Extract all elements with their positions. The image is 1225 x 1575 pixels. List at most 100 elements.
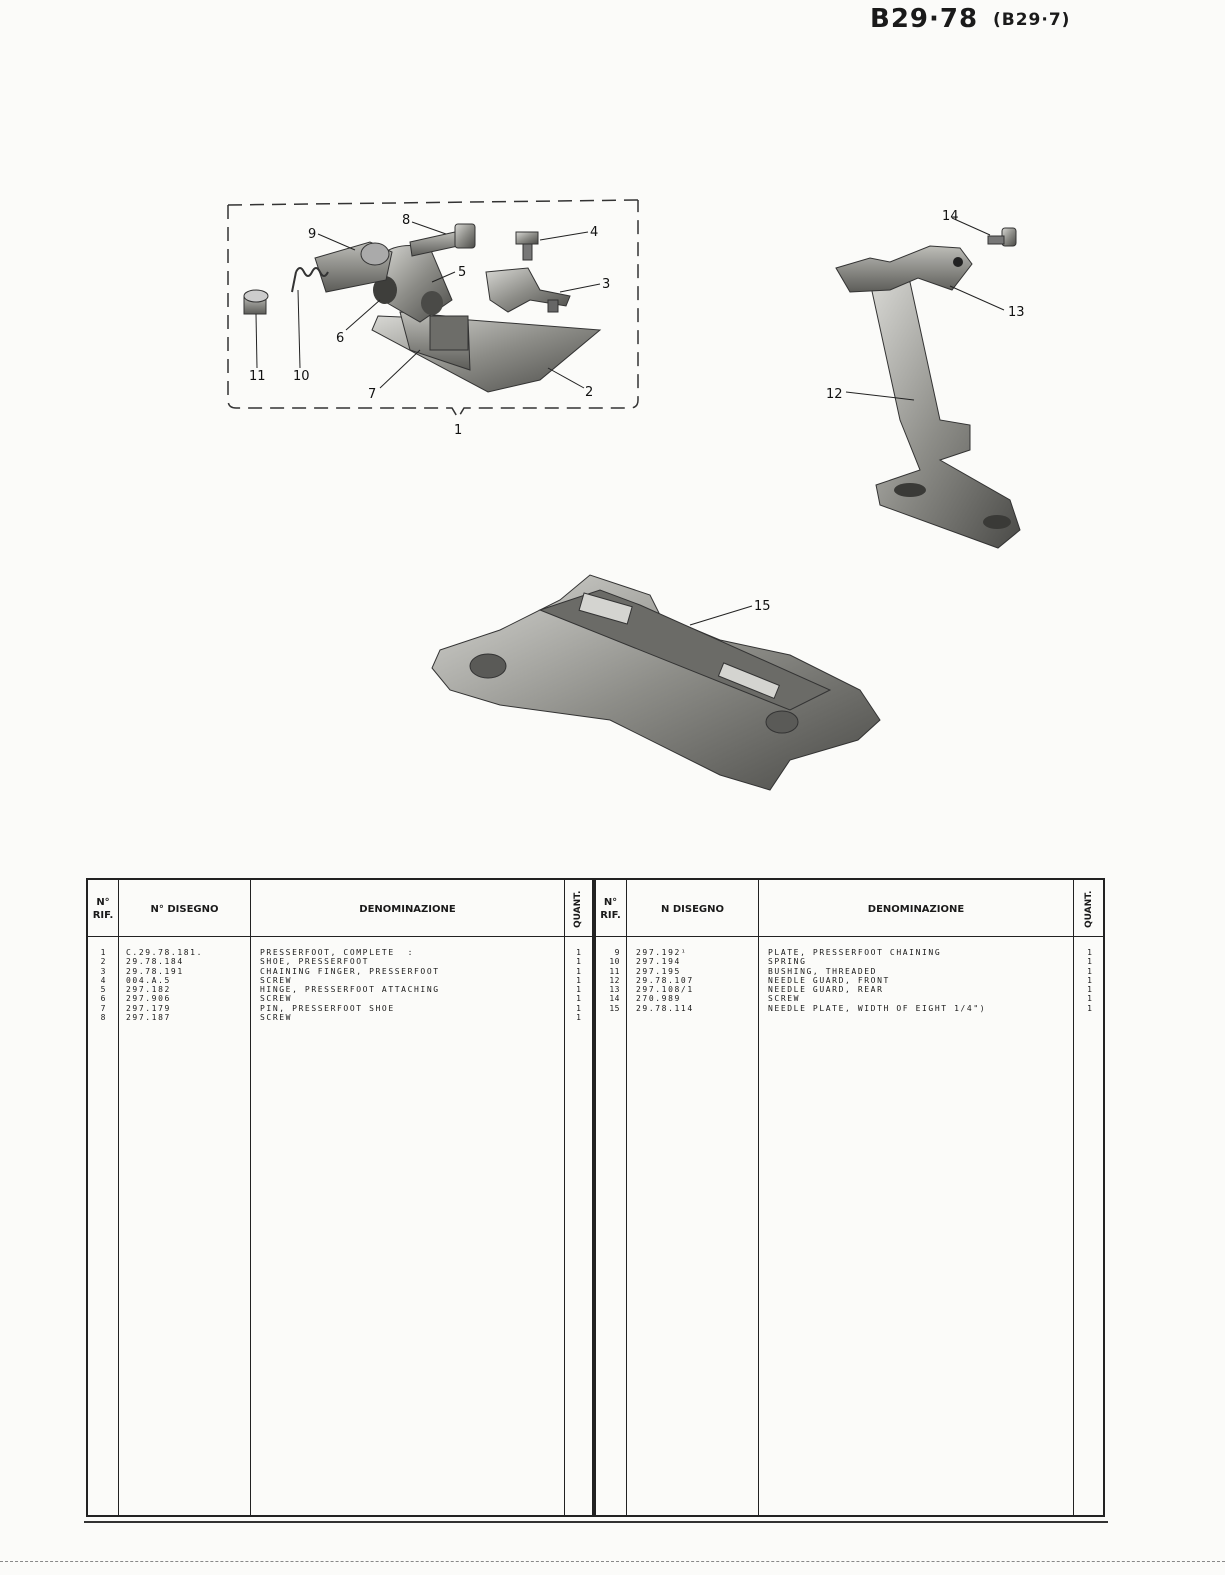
callout-10: 10 — [293, 369, 310, 384]
header-disegno-left: N° DISEGNO — [150, 903, 219, 915]
page-footer-rule — [0, 1561, 1225, 1562]
table-cell: 3 — [100, 966, 106, 976]
table-cell: 1 — [1087, 957, 1092, 967]
parts-table: N° RIF. N° DISEGNO DENOMINAZIONE QUANT. … — [86, 878, 1105, 1517]
callout-12: 12 — [826, 387, 843, 402]
table-cell: 297.179 — [126, 1003, 171, 1013]
table-cell: 1 — [1087, 975, 1092, 985]
table-cell: 8 — [100, 1013, 106, 1023]
table-cell: 297.187 — [126, 1013, 171, 1023]
table-cell: 1 — [1087, 948, 1092, 957]
table-cell: 29.78.114 — [636, 1003, 694, 1013]
callout-4: 4 — [590, 225, 598, 240]
table-cell: 270.989 — [636, 994, 681, 1004]
table-cell: 11 — [609, 966, 620, 976]
table-cell: 1 — [576, 1013, 581, 1023]
screw-14-drawing — [987, 227, 1017, 247]
hinge-drawing — [373, 245, 453, 323]
callout-7: 7 — [368, 387, 376, 402]
callout-13: 13 — [1008, 305, 1025, 320]
table-cell: SPRING — [768, 957, 807, 967]
table-cell: 7 — [100, 1003, 106, 1013]
table-cell: 6 — [100, 994, 106, 1004]
chaining-plate-drawing — [314, 241, 393, 293]
table-cell: 297.194 — [636, 957, 681, 967]
header-quant-left: QUANT. — [573, 890, 583, 928]
screw-4-drawing — [515, 231, 539, 261]
table-cell: 13 — [609, 985, 620, 995]
callout-9: 9 — [308, 227, 316, 242]
spring-drawing — [291, 267, 329, 293]
table-cell: 1 — [1087, 994, 1092, 1004]
callout-14: 14 — [942, 209, 959, 224]
table-cell: SCREW — [768, 994, 801, 1004]
table-cell: PRESSERFOOT, COMPLETE : — [260, 948, 414, 957]
table-cell: SHOE, PRESSERFOOT — [260, 957, 370, 967]
table-cell: 1 — [576, 966, 581, 976]
table-cell: 1 — [576, 1003, 581, 1013]
table-cell: 9 — [614, 948, 620, 957]
table-cell: 2 — [100, 957, 106, 967]
document-subcode: (B29·7) — [993, 10, 1071, 30]
table-cell: 1 — [1087, 966, 1092, 976]
header-quant-right: QUANT. — [1084, 890, 1094, 928]
table-cell: 10 — [609, 957, 620, 967]
callout-1: 1 — [454, 423, 462, 438]
table-cell: NEEDLE PLATE, WIDTH OF EIGHT 1/4") — [768, 1003, 987, 1013]
table-cell: NEEDLE GUARD, REAR — [768, 985, 884, 995]
header-rif-right: N° RIF. — [600, 897, 621, 921]
header-disegno-right: N DISEGNO — [661, 903, 724, 915]
callout-6: 6 — [336, 331, 344, 346]
table-cell: C.29.78.181. — [126, 948, 203, 957]
screw-8-drawing — [409, 223, 476, 257]
table-cell: 29.78.184 — [126, 957, 184, 967]
presserfoot-shoe-drawing — [371, 311, 602, 393]
header-denominazione-right: DENOMINAZIONE — [867, 903, 965, 915]
chaining-finger-drawing — [485, 267, 571, 313]
document-code: B29·78 — [870, 4, 979, 34]
table-cell: 29.78.191 — [126, 966, 184, 976]
leader-lines — [255, 217, 1005, 626]
table-cell: 14 — [609, 994, 620, 1004]
table-cell: 1 — [100, 948, 106, 957]
callout-2: 2 — [585, 385, 593, 400]
callout-8: 8 — [402, 213, 410, 228]
presserfoot-group-box — [227, 199, 639, 420]
table-cell: 297.182 — [126, 985, 171, 995]
callout-3: 3 — [602, 277, 610, 292]
table-cell: 5 — [100, 985, 106, 995]
table-cell: CHAINING FINGER, PRESSERFOOT — [260, 966, 440, 976]
parts-illustration: 9 8 4 5 3 6 7 2 10 11 1 14 13 12 15 — [227, 199, 1025, 791]
table-cell: SCREW — [260, 1013, 293, 1023]
table-cell: 1 — [576, 957, 581, 967]
needle-plate-drawing — [431, 574, 881, 791]
table-cell: BUSHING, THREADED — [768, 966, 878, 976]
table-cell: 1 — [576, 975, 581, 985]
header-rif-left: N° RIF. — [92, 897, 114, 921]
table-cell: PLATE, PRESSERFOOT CHAINING — [768, 948, 942, 957]
table-cell: 297.906 — [126, 994, 171, 1004]
table-cell: PIN, PRESSERFOOT SHOE — [260, 1003, 395, 1013]
table-cell: 1 — [576, 948, 581, 957]
table-cell: 297.108/1 — [636, 985, 694, 995]
table-cell: 4 — [100, 975, 106, 985]
table-cell: 1 — [1087, 1003, 1092, 1013]
table-cell: 297.192¹ — [636, 948, 688, 957]
table-cell: 1 — [576, 994, 581, 1004]
bushing-drawing — [243, 289, 269, 315]
table-cell: 12 — [609, 975, 620, 985]
table-cell: 1 — [576, 985, 581, 995]
callout-11: 11 — [249, 369, 266, 384]
header-denominazione-left: DENOMINAZIONE — [359, 903, 456, 915]
table-cell: SCREW — [260, 975, 293, 985]
page-bottom-rule — [84, 1521, 1108, 1523]
table-cell: NEEDLE GUARD, FRONT — [768, 975, 890, 985]
callout-15: 15 — [754, 599, 771, 614]
